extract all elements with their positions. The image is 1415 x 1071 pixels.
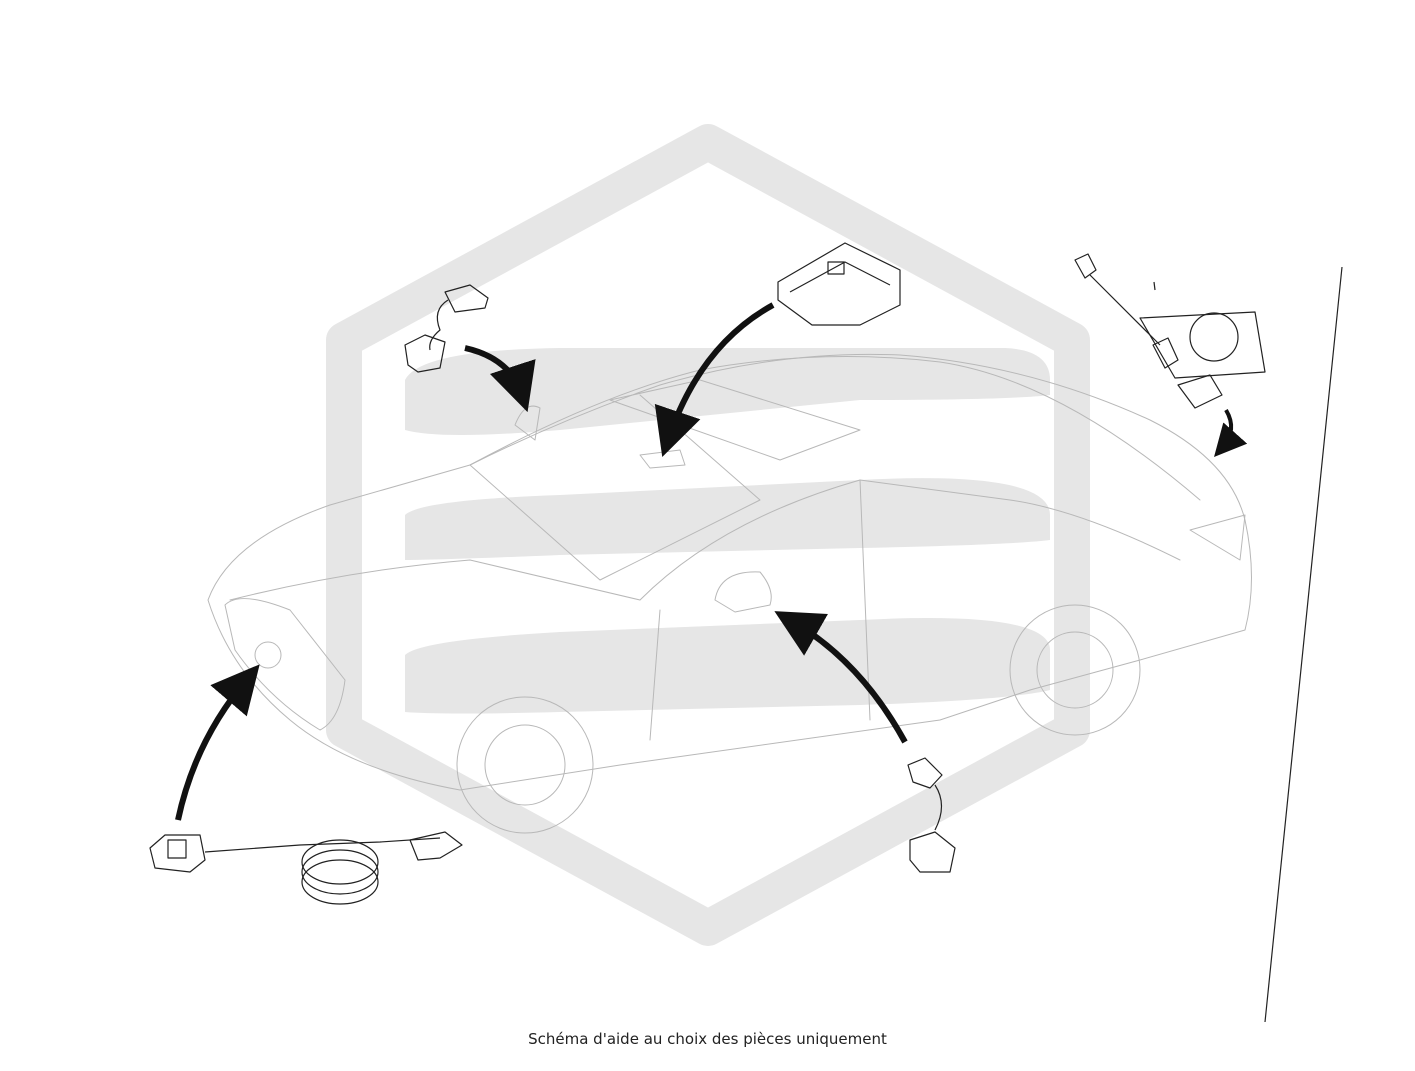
car-front-wheel-inner (484, 724, 566, 806)
car-front-wheel (456, 696, 594, 834)
arrow-windshield (654, 302, 775, 458)
car-rear-wheel (1009, 604, 1141, 736)
part-front-grille-camera (149, 831, 463, 905)
connector-plug (907, 757, 943, 789)
car-roof (469, 356, 1201, 501)
camera-cable (204, 837, 441, 853)
part-right-mirror-camera (404, 284, 489, 373)
camera-housing (149, 834, 206, 873)
car-front-emblem (254, 641, 282, 669)
watermark-stripe-bottom (405, 618, 1050, 714)
arrow-rear-sensor (1214, 408, 1248, 457)
car-rear-light (1189, 514, 1246, 561)
watermark-stripe-middle (405, 478, 1050, 560)
part-windshield-camera-module (777, 242, 901, 326)
car-windshield-mount (639, 449, 686, 469)
car-rear-wheel-inner (1036, 631, 1114, 709)
sensor-bracket (1139, 311, 1266, 379)
car-door-line (649, 609, 661, 741)
part-rear-sensor-unit (1074, 253, 1266, 409)
camera-cable (429, 299, 449, 351)
watermark-stripe-top (405, 348, 1050, 435)
arrow-left-mirror (774, 611, 908, 744)
watermark-logo (326, 124, 1090, 946)
car-sunroof (609, 379, 861, 461)
car-hood (229, 559, 641, 601)
camera-body (909, 831, 956, 873)
cable-coil (301, 839, 379, 885)
camera-cable (934, 784, 943, 831)
frame-tick (1153, 281, 1156, 291)
module-housing (777, 242, 901, 326)
sensor-module (1177, 374, 1223, 409)
connector (409, 831, 463, 861)
camera-body (404, 334, 446, 373)
sensor-dome (1189, 312, 1239, 362)
diagram-caption: Schéma d'aide au choix des pièces unique… (528, 1030, 887, 1048)
car-left-mirror (714, 571, 772, 613)
part-left-mirror-camera (907, 757, 956, 873)
car-door-line-2 (859, 479, 871, 721)
connector-plug (444, 284, 489, 313)
frame-edge-line (1264, 266, 1343, 1023)
sensor-connector (1074, 253, 1097, 279)
callout-arrows (175, 302, 1248, 821)
watermark-hexagon (326, 124, 1090, 946)
sensor-plug (1152, 337, 1179, 369)
arrow-front-grille (175, 664, 260, 821)
car-grille (224, 598, 346, 731)
car-body (207, 353, 1252, 791)
arrow-right-mirror (464, 345, 536, 413)
